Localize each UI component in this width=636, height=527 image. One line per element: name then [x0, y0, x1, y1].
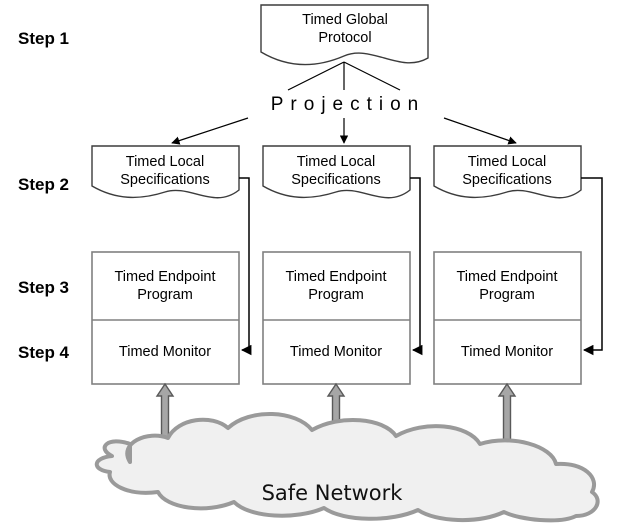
- program-2-line2: Program: [308, 287, 364, 303]
- spec-to-monitor-connector-2: [410, 177, 423, 356]
- step-label-3: Step 3: [18, 278, 69, 297]
- safe-network-label: Safe Network: [262, 481, 404, 505]
- spec-3-line1: Timed Local: [468, 154, 546, 170]
- spec-1-line1: Timed Local: [126, 154, 204, 170]
- monitor-1-label: Timed Monitor: [119, 344, 211, 360]
- safe-network-cloud[interactable]: Safe Network: [94, 411, 600, 523]
- monitor-2-label: Timed Monitor: [290, 344, 382, 360]
- spec-2-line1: Timed Local: [297, 154, 375, 170]
- spec-1-line2: Specifications: [120, 172, 209, 188]
- projection-arrows: [171, 117, 517, 145]
- monitor-3-label: Timed Monitor: [461, 344, 553, 360]
- projection-label: Projection: [271, 94, 426, 115]
- program-1-line2: Program: [137, 287, 193, 303]
- program-3-line2: Program: [479, 287, 535, 303]
- timed-local-specifications-document-2[interactable]: Timed Local Specifications: [262, 145, 411, 199]
- spec-to-monitor-connector-1: [239, 177, 252, 356]
- projection-arrow-left: [171, 117, 249, 145]
- timed-local-specifications-document-1[interactable]: Timed Local Specifications: [91, 145, 240, 199]
- spec-2-line2: Specifications: [291, 172, 380, 188]
- program-2-line1: Timed Endpoint: [285, 269, 386, 285]
- endpoint-stack-1[interactable]: Timed Endpoint Program Timed Monitor: [91, 251, 240, 385]
- program-1-line1: Timed Endpoint: [114, 269, 215, 285]
- global-protocol-line2: Protocol: [318, 30, 371, 46]
- projection-arrow-right: [443, 117, 517, 145]
- timed-global-protocol-document[interactable]: Timed Global Protocol: [260, 4, 429, 66]
- timed-local-specifications-document-3[interactable]: Timed Local Specifications: [433, 145, 582, 199]
- projection-fan-lines: [287, 61, 401, 91]
- global-protocol-line1: Timed Global: [302, 12, 388, 28]
- spec-to-monitor-connector-3: [581, 177, 603, 356]
- step-label-1: Step 1: [18, 29, 69, 48]
- spec-3-line2: Specifications: [462, 172, 551, 188]
- endpoint-stack-3[interactable]: Timed Endpoint Program Timed Monitor: [433, 251, 582, 385]
- step-label-4: Step 4: [18, 343, 70, 362]
- program-3-line1: Timed Endpoint: [456, 269, 557, 285]
- step-label-2: Step 2: [18, 175, 69, 194]
- endpoint-stack-2[interactable]: Timed Endpoint Program Timed Monitor: [262, 251, 411, 385]
